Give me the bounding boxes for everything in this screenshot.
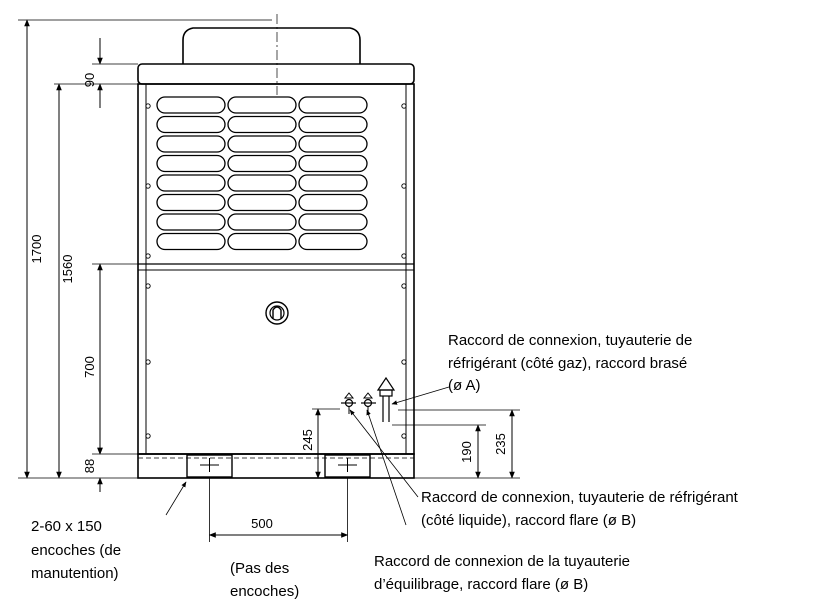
svg-text:Raccord de connexion, tuyauter: Raccord de connexion, tuyauterie de [448, 332, 692, 349]
handling-slot-right [324, 454, 371, 478]
handling-slot-left [186, 454, 233, 478]
dimension-88: 88 [82, 442, 103, 492]
vent-slot [156, 193, 226, 212]
dimension-1560: 1560 [54, 83, 138, 479]
vent-slot [156, 115, 226, 134]
vent-slot [156, 174, 226, 192]
svg-text:(Pas des: (Pas des [230, 560, 289, 577]
dimension-700: 700 [82, 263, 138, 455]
dim-90-label: 90 [82, 73, 97, 87]
vent-slot [156, 213, 226, 231]
screw [401, 283, 407, 289]
screw [401, 433, 407, 439]
callout-liquid-connection: Raccord de connexion, tuyauterie de réfr… [421, 489, 739, 529]
svg-text:encoches): encoches) [230, 583, 299, 600]
leader-slots [165, 481, 187, 516]
screw [401, 359, 407, 365]
vent-slot [227, 174, 297, 192]
dimension-500: 500 [208, 478, 349, 542]
dim-88-label: 88 [82, 459, 97, 473]
screw [401, 183, 407, 189]
screw [145, 183, 151, 189]
svg-text:d’équilibrage, raccord flare (: d’équilibrage, raccord flare (ø B) [374, 576, 588, 593]
vent-slot [227, 213, 297, 231]
svg-text:(côté liquide), raccord flare: (côté liquide), raccord flare (ø B) [421, 512, 636, 529]
dimension-235: 235 [398, 409, 520, 479]
dim-500-label: 500 [251, 516, 273, 531]
vent-slot [227, 96, 297, 114]
leader-balance [366, 409, 407, 526]
service-badge-icon [265, 301, 289, 325]
vent-slot [227, 193, 297, 212]
leader-liquid [349, 409, 419, 498]
screw [145, 283, 151, 289]
screw [145, 359, 151, 365]
screw [145, 253, 151, 259]
dimension-1700: 1700 [18, 19, 272, 479]
screw [401, 253, 407, 259]
screw [145, 433, 151, 439]
vent-slot [298, 135, 368, 153]
screw [401, 103, 407, 109]
svg-text:Raccord de connexion de la tuy: Raccord de connexion de la tuyauterie [374, 553, 630, 570]
vent-slot [227, 115, 297, 134]
vent-slot [298, 154, 368, 173]
screw [145, 103, 151, 109]
vent-slot [156, 154, 226, 173]
vent-slot [227, 232, 297, 251]
dim-235-label: 235 [493, 433, 508, 455]
dim-1560-label: 1560 [60, 255, 75, 284]
balance-valve-icon [361, 392, 376, 414]
vent-slot [156, 135, 226, 153]
svg-text:manutention): manutention) [31, 565, 119, 582]
callout-slot-pitch: (Pas des encoches) [230, 560, 299, 600]
vent-slot [298, 115, 368, 134]
dim-700-label: 700 [82, 356, 97, 378]
dimension-245: 245 [300, 408, 340, 479]
gas-valve-icon [376, 376, 396, 422]
callout-handling-slots: 2-60 x 150 encoches (de manutention) [31, 518, 121, 582]
svg-text:2-60 x 150: 2-60 x 150 [31, 518, 102, 535]
svg-text:Raccord de connexion, tuyauter: Raccord de connexion, tuyauterie de réfr… [421, 489, 739, 506]
callout-balance-connection: Raccord de connexion de la tuyauterie d’… [374, 553, 630, 593]
vent-slot [298, 232, 368, 251]
vent-slot [227, 154, 297, 173]
vent-slot [156, 232, 226, 251]
svg-text:réfrigérant (côté gaz), raccor: réfrigérant (côté gaz), raccord brasé [448, 355, 687, 372]
vent-slot [298, 193, 368, 212]
air-vent-grille [156, 96, 368, 251]
top-fan-cap [182, 27, 361, 64]
callout-gas-connection: Raccord de connexion, tuyauterie de réfr… [448, 332, 692, 394]
dimension-90: 90 [82, 38, 138, 108]
leader-gas [391, 386, 450, 405]
liquid-valve-icon [341, 392, 356, 414]
vent-slot [298, 174, 368, 192]
dim-190-label: 190 [459, 441, 474, 463]
panel-screws [145, 103, 407, 439]
vent-slot [227, 135, 297, 153]
vent-slot [298, 96, 368, 114]
top-panel [137, 63, 415, 85]
svg-text:(ø A): (ø A) [448, 377, 481, 394]
dim-245-label: 245 [300, 429, 315, 451]
vent-slot [298, 213, 368, 231]
base-frame [137, 453, 415, 479]
svg-text:encoches (de: encoches (de [31, 542, 121, 559]
dim-1700-label: 1700 [29, 235, 44, 264]
dimension-190: 190 [392, 424, 520, 479]
unit-body [137, 14, 415, 479]
vent-slot [156, 96, 226, 114]
